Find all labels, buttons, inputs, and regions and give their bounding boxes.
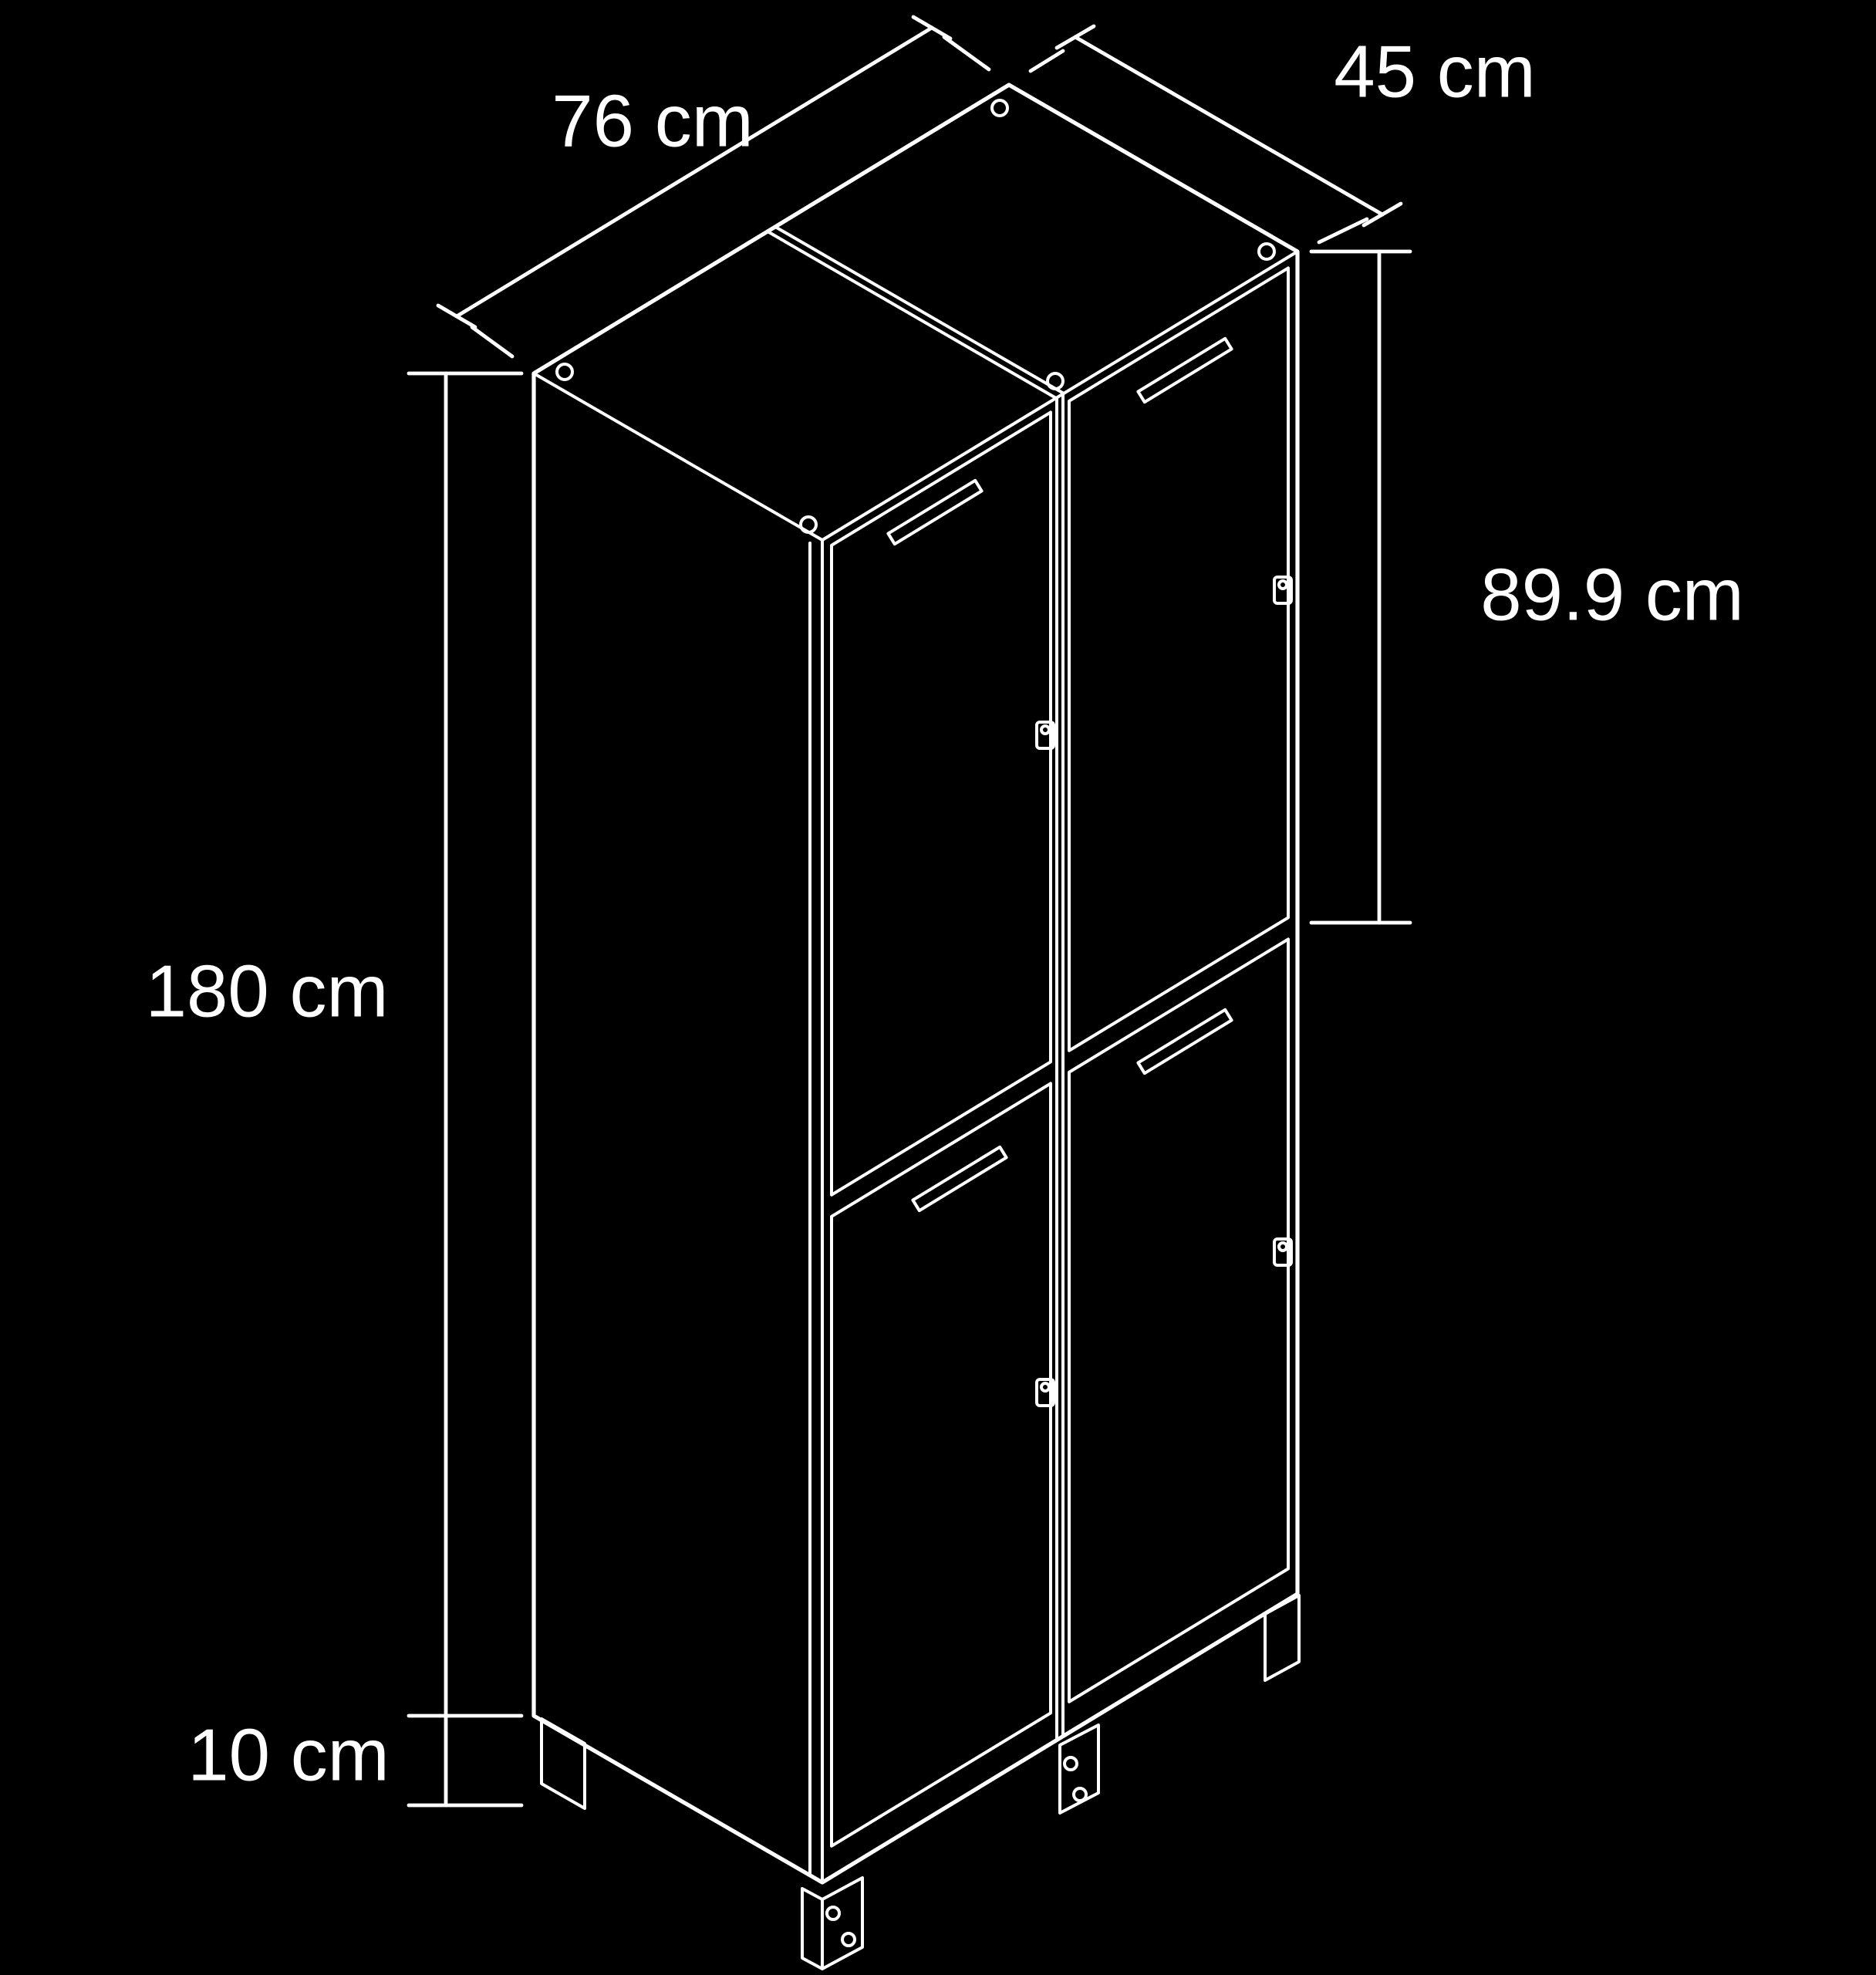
door-lock-top-left [1035, 721, 1055, 750]
door-bottom-left [830, 1082, 1052, 1848]
leg-back-left [540, 1717, 586, 1810]
top-face [532, 99, 1299, 542]
extension-line [1317, 217, 1369, 245]
door-top-left [830, 410, 1052, 1197]
screw-icon [1063, 1756, 1078, 1771]
screw-icon [555, 363, 574, 381]
door-handle-slot-top-right [1136, 336, 1233, 404]
dimension-label-width: 76 cm [552, 79, 753, 162]
dimension-door-height: 89.9 cm [1309, 249, 1744, 925]
door-bottom-right [1068, 937, 1290, 1703]
top-face-front-left-edge [532, 372, 824, 542]
top-face-front-edge [821, 250, 1299, 542]
extension-line [1028, 49, 1065, 73]
dimension-line [454, 25, 934, 319]
screw-icon [841, 1932, 856, 1947]
locker-cabinet [531, 83, 1301, 1970]
dimension-label-door-height: 89.9 cm [1480, 553, 1743, 636]
front-bottom-edge [821, 1592, 1299, 1884]
dimension-tick [1054, 24, 1096, 50]
top-face-seam-2 [774, 225, 1065, 395]
door-lock-bottom-right [1273, 1237, 1293, 1267]
dimension-label-leg-height: 10 cm [187, 1713, 389, 1796]
door-handle-slot-top-left [886, 478, 984, 546]
extension-line [942, 35, 991, 72]
leg-right [1264, 1594, 1301, 1682]
screw-icon [1072, 1787, 1088, 1802]
door-handle-slot-bottom-left [911, 1145, 1008, 1213]
legs [540, 1594, 1301, 1970]
leg-front-right-face [821, 1876, 864, 1970]
extension-line [470, 325, 515, 359]
screw-icon [825, 1906, 841, 1921]
dimension-tick [1361, 201, 1403, 228]
screw-icon [1046, 372, 1065, 390]
screw-icon [990, 99, 1009, 117]
top-face-seam [766, 230, 1058, 400]
dimension-body-height: 180 cm [146, 371, 524, 1718]
dimension-leg-height: 10 cm [187, 1713, 524, 1808]
dimension-tick [911, 15, 953, 41]
dimension-depth: 45 cm [1028, 24, 1536, 245]
cabinet-silhouette [531, 83, 1300, 1885]
screw-icon [1257, 242, 1276, 261]
left-side-panel [532, 538, 824, 1884]
dimension-label-body-height: 180 cm [146, 950, 389, 1032]
dimension-width: 76 cm [436, 15, 991, 359]
front-face [821, 393, 1299, 1884]
door-lock-bottom-left [1035, 1378, 1055, 1407]
door-handle-slot-bottom-right [1136, 1008, 1233, 1075]
screw-icon [799, 515, 818, 534]
dimension-tick [436, 303, 477, 329]
leg-front-left-face [801, 1887, 824, 1970]
door-lock-top-right [1273, 576, 1293, 605]
dimension-line [1073, 35, 1385, 217]
dimension-label-depth: 45 cm [1334, 30, 1535, 113]
door-top-right [1068, 266, 1290, 1052]
doors [830, 266, 1293, 1848]
leg-center [1058, 1723, 1100, 1815]
